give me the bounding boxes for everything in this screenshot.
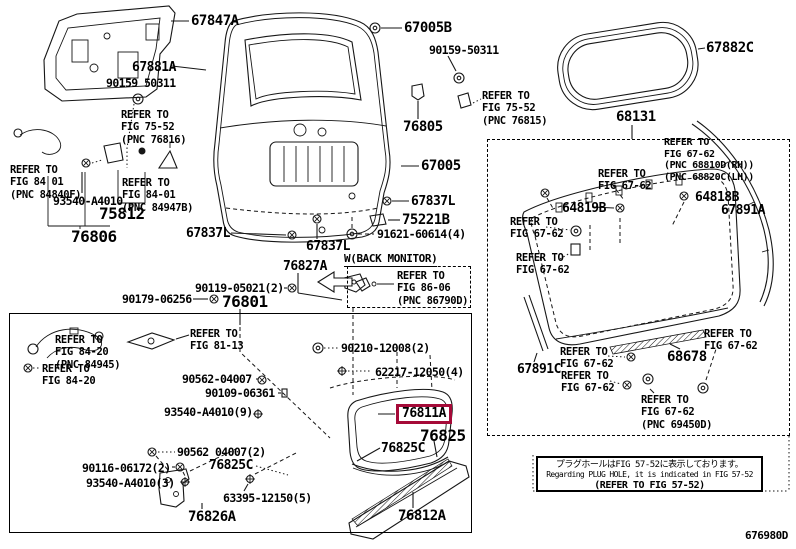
part-label-76812a[interactable]: 76812A bbox=[398, 508, 446, 524]
part-label-76806[interactable]: 76806 bbox=[71, 227, 117, 246]
refer-fig-67-62-b: REFER TO FIG 67-62 bbox=[510, 216, 564, 241]
screw-label-63395-12150[interactable]: 63395-12150(5) bbox=[223, 491, 312, 505]
refer-fig-84-01-pnc-84947b: REFER TO FIG 84-01 (PNC 84947B) bbox=[122, 177, 194, 214]
refer-fig-67-62-f: REFER TO FIG 67-62 bbox=[561, 370, 615, 395]
refer-fig-67-62-c: REFER TO FIG 67-62 bbox=[516, 252, 570, 277]
refer-fig-75-52-pnc-76816: REFER TO FIG 75-52 (PNC 76816) bbox=[121, 109, 187, 146]
refer-fig-81-13: REFER TO FIG 81-13 bbox=[190, 328, 244, 353]
refer-fig-67-62-e: REFER TO FIG 67-62 bbox=[560, 346, 614, 371]
screw-label-90159-50311-left[interactable]: 90159 50311 bbox=[106, 76, 176, 90]
screw-label-90116-06172[interactable]: 90116-06172(2) bbox=[82, 461, 171, 475]
screw-label-90179-06256[interactable]: 90179-06256 bbox=[122, 292, 192, 306]
back-monitor-title: W(BACK MONITOR) bbox=[344, 252, 438, 267]
part-label-75221b[interactable]: 75221B bbox=[402, 212, 450, 228]
back-glass-dashed-box bbox=[487, 139, 790, 436]
part-label-75812[interactable]: 75812 bbox=[99, 204, 145, 223]
part-label-68131[interactable]: 68131 bbox=[616, 109, 656, 125]
part-label-67882c[interactable]: 67882C bbox=[706, 40, 754, 56]
refer-fig-67-62-a: REFER TO FIG 67-62 bbox=[598, 168, 652, 193]
screw-label-91621-60614[interactable]: 91621-60614(4) bbox=[377, 227, 466, 241]
part-label-76827a[interactable]: 76827A bbox=[283, 259, 327, 274]
screw-label-93540-a4010-3[interactable]: 93540-A4010(3) bbox=[86, 476, 175, 490]
part-label-67837l-left[interactable]: 67837L bbox=[186, 226, 230, 241]
refer-fig-84-20-pnc-84945: REFER TO FIG 84-20 (PNC 84945) bbox=[55, 334, 121, 371]
note-japanese-line: プラグホールはFIG 57-52に表示しております。 bbox=[555, 460, 744, 470]
part-label-64819b[interactable]: 64819B bbox=[562, 201, 606, 216]
refer-fig-67-62-d: REFER TO FIG 67-62 bbox=[704, 328, 758, 353]
screw-label-90109-06361[interactable]: 90109-06361 bbox=[205, 386, 275, 400]
note-english-line: Regarding PLUG HOLE, it is indicated in … bbox=[546, 470, 753, 479]
part-label-67005[interactable]: 67005 bbox=[421, 158, 461, 174]
refer-fig-75-52-pnc-76815: REFER TO FIG 75-52 (PNC 76815) bbox=[482, 90, 548, 127]
screw-label-90562-04007-2[interactable]: 90562 04007(2) bbox=[177, 445, 266, 459]
screw-label-90562-04007[interactable]: 90562-04007 bbox=[182, 372, 252, 386]
screw-label-90119-05021[interactable]: 90119-05021(2) bbox=[195, 281, 284, 295]
part-label-76811a[interactable]: 76811A bbox=[396, 404, 452, 424]
diagram-code: 676980D bbox=[745, 529, 788, 542]
part-label-76826a[interactable]: 76826A bbox=[188, 509, 236, 525]
screw-label-90210-12008[interactable]: 90210-12008(2) bbox=[341, 341, 430, 355]
part-label-67837l-center[interactable]: 67837L bbox=[306, 239, 350, 254]
part-label-76801[interactable]: 76801 bbox=[222, 292, 268, 311]
part-label-76825c-left[interactable]: 76825C bbox=[209, 458, 253, 473]
refer-fig-67-62-pnc-69450d: REFER TO FIG 67-62 (PNC 69450D) bbox=[641, 394, 713, 431]
plug-hole-note-box: プラグホールはFIG 57-52に表示しております。 Regarding PLU… bbox=[536, 456, 763, 492]
note-refer-line: (REFER TO FIG 57-52) bbox=[594, 480, 705, 491]
part-label-76825[interactable]: 76825 bbox=[420, 426, 466, 445]
part-label-67891c[interactable]: 67891C bbox=[517, 362, 561, 377]
part-label-67005b[interactable]: 67005B bbox=[404, 20, 452, 36]
refer-fig-84-20: REFER TO FIG 84-20 bbox=[42, 363, 96, 388]
screw-label-93540-a4010[interactable]: 93540-A4010 bbox=[53, 194, 123, 208]
screw-label-93540-a4010-9[interactable]: 93540-A4010(9) bbox=[164, 405, 253, 419]
part-label-67881a[interactable]: 67881A bbox=[132, 60, 176, 75]
part-label-68678[interactable]: 68678 bbox=[667, 349, 707, 365]
part-label-67891a[interactable]: 67891A bbox=[721, 203, 765, 218]
lower-assembly-box bbox=[9, 313, 472, 533]
part-label-67847a[interactable]: 67847A bbox=[191, 13, 239, 29]
refer-fig-84-01-pnc-84840f: REFER TO FIG 84 01 (PNC 84840F) bbox=[10, 164, 82, 201]
part-label-64818b[interactable]: 64818B bbox=[695, 190, 739, 205]
refer-fig-86-06-pnc-86790d: REFER TO FIG 86-06 (PNC 86790D) bbox=[397, 270, 469, 307]
screw-label-62217-12050[interactable]: 62217-12050(4) bbox=[375, 365, 464, 379]
part-label-76825c-right[interactable]: 76825C bbox=[381, 441, 425, 456]
part-label-76805[interactable]: 76805 bbox=[403, 119, 443, 135]
screw-label-90159-50311-top[interactable]: 90159-50311 bbox=[429, 43, 499, 57]
refer-fig-67-62-pnc-68810d: REFER TO FIG 67-62 (PNC 68810D(RH)) (PNC… bbox=[664, 137, 754, 183]
part-label-67837l-right[interactable]: 67837L bbox=[411, 194, 455, 209]
